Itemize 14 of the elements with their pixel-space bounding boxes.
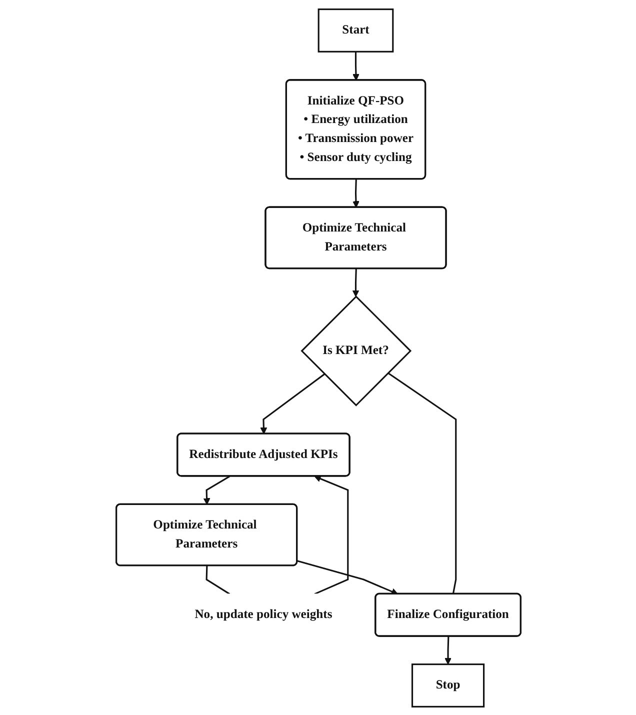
node-diamond: Is KPI Met? — [300, 294, 412, 406]
connector — [205, 565, 230, 594]
connector — [387, 372, 456, 594]
arrow — [202, 475, 230, 504]
arrow — [352, 51, 359, 80]
arrow — [352, 268, 359, 296]
arrow — [314, 474, 348, 594]
arrow — [352, 178, 359, 208]
node-text: No, update policy weights — [194, 607, 332, 621]
node-box: Stop — [411, 663, 484, 707]
arrow — [260, 372, 325, 434]
arrow — [296, 560, 398, 594]
node-box: Start — [317, 8, 394, 52]
arrow — [444, 636, 451, 664]
